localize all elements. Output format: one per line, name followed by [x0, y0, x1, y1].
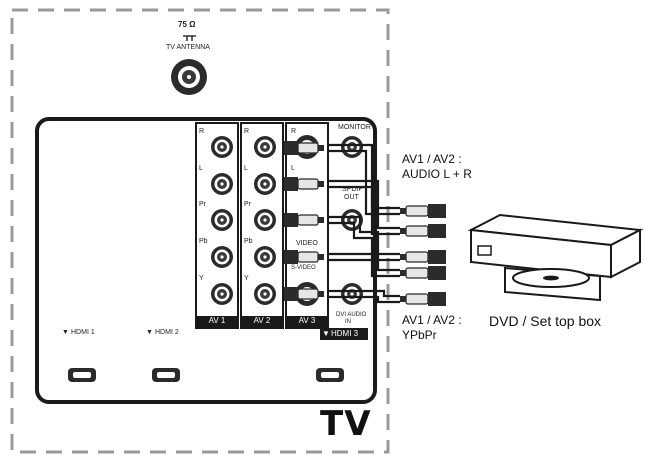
av1-jack-label: Pr	[199, 201, 206, 208]
hdmi1-label: HDMI 1	[71, 329, 95, 336]
antenna-impedance: 75 Ω	[178, 20, 196, 29]
hdmi3-arrow-icon: ▼	[322, 329, 330, 338]
av2-jack-label: R	[244, 128, 250, 135]
av1-tag: AV 1	[208, 316, 226, 325]
hdmi3-port	[316, 368, 344, 382]
audio-callout-line2: AUDIO L + R	[402, 167, 472, 181]
dvd-player-icon	[467, 213, 644, 302]
audio-callout-line1: AV1 / AV2 :	[402, 152, 462, 166]
monitor-jack	[341, 136, 363, 158]
dvi-audio-label: DVI AUDIO	[336, 312, 367, 318]
av1-y-jack	[211, 283, 233, 305]
video-cables	[328, 215, 400, 304]
spdif-out-label: OUT	[344, 194, 359, 201]
monitor-label: MONITOR	[338, 124, 371, 131]
hdmi3-tag-bar	[320, 328, 368, 340]
video-pb-plug-tv	[283, 249, 325, 265]
audio-l-plug-tv	[283, 176, 325, 192]
av1-pr-jack	[211, 209, 233, 231]
av2-l-jack	[254, 173, 276, 195]
tv-rear-outline	[10, 8, 390, 454]
video-pb-plug-device	[399, 265, 447, 281]
hdmi2-label: HDMI 2	[155, 329, 179, 336]
av1-pb-jack	[211, 246, 233, 268]
av1-group	[195, 122, 239, 329]
spdif-label: SPDIF	[342, 186, 363, 193]
video-callout-line2: YPbPr	[402, 328, 437, 342]
audio-r-plug-device	[399, 203, 447, 219]
video-pr-plug-tv	[283, 212, 325, 228]
av2-y-jack	[254, 283, 276, 305]
antenna-label: TV ANTENNA	[166, 44, 210, 51]
av3-jack-label: S-VIDEO	[291, 265, 316, 271]
video-y-plug-device	[399, 291, 447, 307]
audio-l-plug-device	[399, 223, 447, 239]
dvi-audio-in-label: IN	[345, 319, 351, 325]
video-pr-plug-device	[399, 249, 447, 265]
av1-r-jack	[211, 136, 233, 158]
av2-r-jack	[254, 136, 276, 158]
device-label: DVD / Set top box	[489, 313, 602, 329]
av3-jack-label: VIDEO	[296, 240, 318, 247]
av2-jack-label: Y	[244, 275, 249, 282]
audio-cables	[328, 143, 400, 236]
av1-jack-label: L	[199, 165, 203, 172]
video-callout-line1: AV1 / AV2 :	[402, 313, 462, 327]
av1-l-jack	[211, 173, 233, 195]
av2-group	[240, 122, 284, 329]
audio-r-plug-tv	[283, 140, 325, 156]
hdmi1-port	[68, 368, 96, 382]
tv-label: TV	[320, 404, 372, 444]
av2-jack-label: Pb	[244, 238, 253, 245]
av2-jack-label: L	[244, 165, 248, 172]
av2-jack-label: Pr	[244, 201, 251, 208]
av1-jack-label: Pb	[199, 238, 208, 245]
hdmi3-label: HDMI 3	[331, 329, 359, 338]
av2-tag: AV 2	[253, 316, 271, 325]
av3-jack-label: L	[291, 165, 295, 172]
av2-pb-jack	[254, 246, 276, 268]
av1-jack-label: R	[199, 128, 205, 135]
av2-pr-jack	[254, 209, 276, 231]
av3-jack-label: R	[291, 128, 297, 135]
hdmi2-arrow-icon: ▼	[146, 329, 153, 336]
dvi-audio-in-jack	[341, 283, 363, 305]
video-y-plug-tv	[283, 286, 325, 302]
antenna-connector	[171, 59, 207, 95]
antenna-symbol-icon	[183, 35, 196, 41]
hdmi2-port	[152, 368, 180, 382]
av1-jack-label: Y	[199, 275, 204, 282]
connector-panel	[35, 117, 377, 404]
av3-tag: AV 3	[298, 316, 316, 325]
hdmi1-arrow-icon: ▼	[62, 329, 69, 336]
